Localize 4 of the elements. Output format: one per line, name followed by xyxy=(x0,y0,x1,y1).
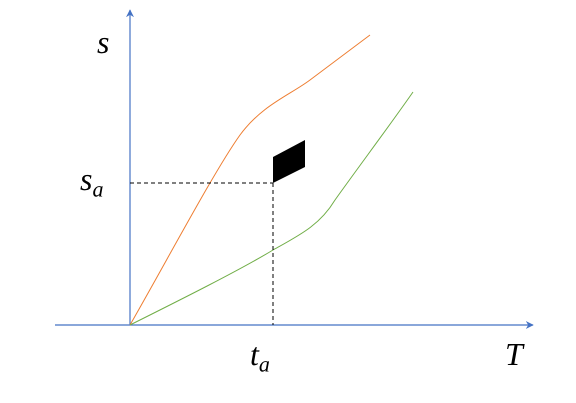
axis-label: s$_{a}$ xyxy=(80,163,104,201)
axis-label: t$_{a}$ xyxy=(250,338,270,376)
axis-label: s xyxy=(97,26,110,58)
axis-label: T xyxy=(505,338,523,370)
